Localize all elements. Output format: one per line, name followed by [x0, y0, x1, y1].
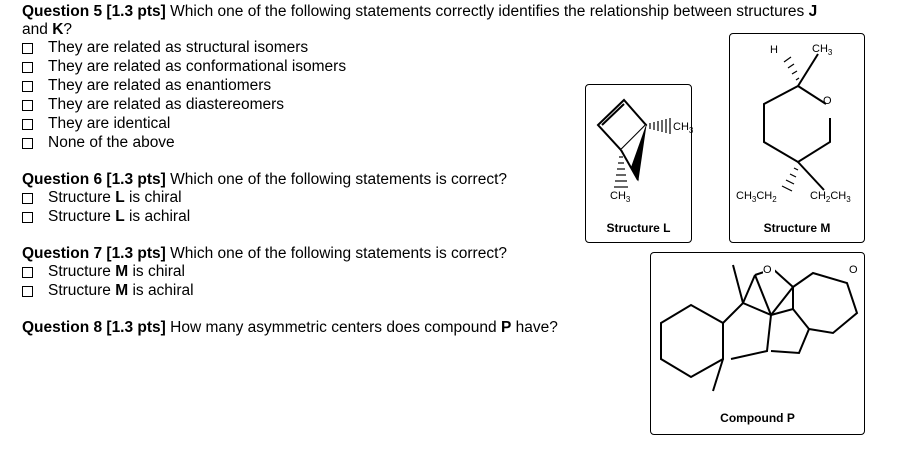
question-5-structure-2: K — [52, 21, 64, 38]
compound-p-oxygen-2: O — [849, 264, 858, 276]
question-7-prompt: Question 7 [1.3 pts] Which one of the fo… — [22, 245, 507, 263]
question-8-symbol: P — [500, 319, 512, 336]
question-6-label: Question 6 [1.3 pts] — [22, 171, 166, 188]
option-label: None of the above — [48, 134, 175, 151]
structure-m-oxygen: O — [823, 95, 832, 107]
checkbox[interactable] — [22, 211, 33, 223]
option-label: is achiral — [128, 208, 191, 225]
structure-m-hydrogen: H — [770, 44, 778, 56]
question-7-text: Which one of the following statements is… — [170, 245, 508, 262]
structure-l-ch3-bottom: CH3 — [610, 190, 631, 204]
question-5-text: Which one of the following statements co… — [170, 3, 805, 20]
checkbox[interactable] — [22, 61, 33, 73]
structure-m-caption: Structure M — [763, 221, 831, 235]
structure-l-caption: Structure L — [606, 221, 671, 235]
question-5-question-mark: ? — [63, 21, 73, 38]
q5-option-5[interactable]: They are identical — [22, 115, 170, 133]
q6-option-1[interactable]: Structure L is chiral — [22, 189, 182, 207]
checkbox[interactable] — [22, 118, 33, 130]
option-label: Structure — [48, 189, 111, 206]
question-5-structure-1: J — [808, 3, 818, 20]
option-label: They are related as diastereomers — [48, 96, 285, 113]
checkbox[interactable] — [22, 80, 33, 92]
question-6-prompt: Question 6 [1.3 pts] Which one of the fo… — [22, 171, 507, 189]
compound-p-panel: O O Compound P — [650, 252, 865, 435]
structure-l-drawing: CH3 CH3 — [596, 98, 693, 204]
structure-l-panel: CH3 CH3 Structure L — [585, 84, 693, 243]
structure-m-ethyl-left: CH3CH2 — [736, 190, 777, 204]
question-8-text: How many asymmetric centers does compoun… — [170, 319, 497, 336]
option-label: They are related as enantiomers — [48, 77, 272, 94]
question-8-text-end: have? — [515, 319, 558, 336]
checkbox[interactable] — [22, 42, 33, 54]
option-symbol: L — [115, 208, 125, 225]
option-label: Structure — [48, 208, 111, 225]
question-5-and: and — [22, 21, 48, 38]
compound-p-caption: Compound P — [720, 411, 795, 425]
checkbox[interactable] — [22, 137, 33, 149]
q7-option-2[interactable]: Structure M is achiral — [22, 282, 194, 300]
structure-m-ch3: CH3 — [812, 43, 833, 57]
q5-option-6[interactable]: None of the above — [22, 134, 175, 152]
option-label: They are identical — [48, 115, 171, 132]
option-label: is chiral — [128, 189, 182, 206]
option-label: They are related as structural isomers — [48, 39, 309, 56]
option-label: Structure — [48, 282, 111, 299]
option-label: is achiral — [132, 282, 194, 299]
compound-p-oxygen-1: O — [763, 264, 772, 276]
option-label: Structure — [48, 263, 111, 280]
structure-l-ch3-right: CH3 — [673, 121, 693, 135]
q5-option-2[interactable]: They are related as conformational isome… — [22, 58, 346, 76]
q5-option-4[interactable]: They are related as diastereomers — [22, 96, 284, 114]
checkbox[interactable] — [22, 99, 33, 111]
option-symbol: L — [115, 189, 125, 206]
checkbox[interactable] — [22, 192, 33, 204]
question-8-prompt: Question 8 [1.3 pts] How many asymmetric… — [22, 319, 558, 337]
question-5-prompt: Question 5 [1.3 pts] Which one of the fo… — [22, 3, 902, 39]
compound-p-drawing: O O — [660, 262, 861, 392]
q6-option-2[interactable]: Structure L is achiral — [22, 208, 190, 226]
question-5-label: Question 5 [1.3 pts] — [22, 3, 166, 20]
question-7-label: Question 7 [1.3 pts] — [22, 245, 166, 262]
option-label: They are related as conformational isome… — [48, 58, 347, 75]
question-6-text: Which one of the following statements is… — [170, 171, 508, 188]
option-symbol: M — [115, 263, 129, 280]
q5-option-3[interactable]: They are related as enantiomers — [22, 77, 271, 95]
structure-m-panel: O H CH3 CH3CH2 CH2CH3 Structure M — [729, 33, 865, 243]
option-label: is chiral — [132, 263, 185, 280]
checkbox[interactable] — [22, 266, 33, 278]
structure-m-drawing: O H CH3 CH3CH2 CH2CH3 — [736, 43, 851, 204]
structure-m-ethyl-right: CH2CH3 — [810, 190, 851, 204]
checkbox[interactable] — [22, 285, 33, 297]
question-8-label: Question 8 [1.3 pts] — [22, 319, 166, 336]
option-symbol: M — [115, 282, 129, 299]
q5-option-1[interactable]: They are related as structural isomers — [22, 39, 308, 57]
q7-option-1[interactable]: Structure M is chiral — [22, 263, 185, 281]
